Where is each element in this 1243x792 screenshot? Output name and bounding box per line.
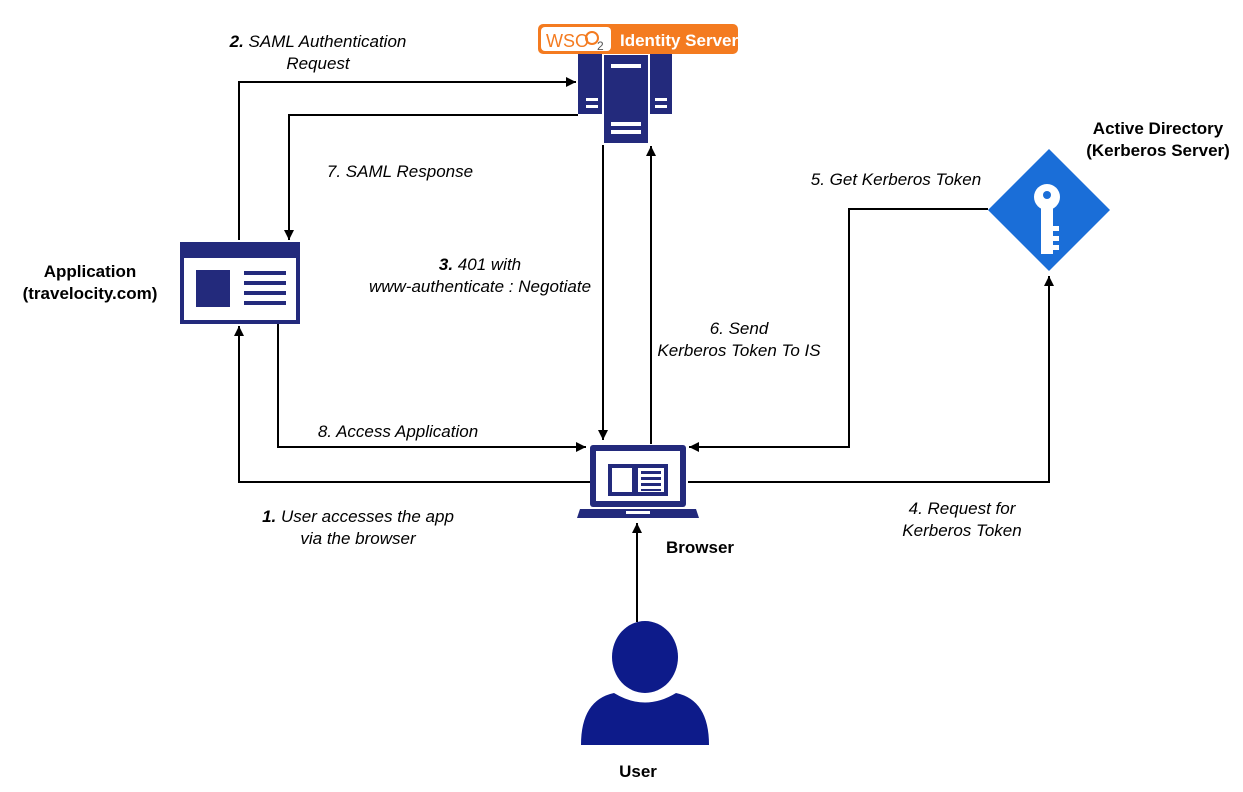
edge-get-token	[689, 208, 988, 452]
application-name: Application (travelocity.com)	[22, 262, 158, 303]
step-7-label: 7. SAML Response	[326, 162, 474, 181]
key-icon	[988, 149, 1110, 271]
user-name: User	[619, 762, 657, 781]
browser-name: Browser	[665, 538, 735, 557]
edge-user-access	[234, 326, 590, 483]
edge-saml-response	[284, 114, 578, 240]
step-2-label: 2. SAML Authentication Request	[229, 32, 407, 73]
wso2-logo: WSO 2 Identity Server	[538, 24, 738, 54]
logo-product-name: Identity Server	[620, 31, 738, 50]
logo-brand-sub: 2	[597, 39, 604, 53]
application-window-icon	[180, 242, 300, 324]
step-6-label: 6. Send Kerberos Token To IS	[657, 319, 821, 360]
edge-request-token	[688, 276, 1054, 483]
step-5-label: 5. Get Kerberos Token	[810, 170, 982, 189]
step-1-label: 1. User accesses the app via the browser	[262, 507, 454, 548]
edge-saml-auth-request	[238, 77, 576, 240]
user-icon	[581, 621, 709, 745]
server-icon	[578, 53, 672, 145]
active-directory-name: Active Directory (Kerberos Server)	[1086, 119, 1230, 160]
laptop-icon	[577, 445, 699, 518]
step-3-label: 3. 401 with www-authenticate : Negotiate	[368, 255, 592, 296]
logo-brand-prefix: WSO	[546, 31, 589, 51]
step-8-label: 8. Access Application	[317, 422, 479, 441]
step-4-label: 4. Request for Kerberos Token	[902, 499, 1022, 540]
edge-access-application	[277, 324, 586, 452]
